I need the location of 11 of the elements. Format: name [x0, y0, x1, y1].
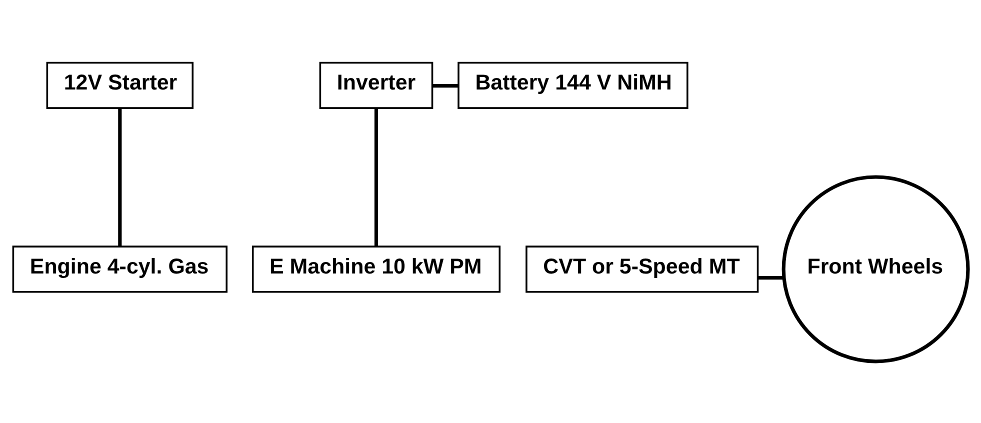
node-box: Battery 144 V NiMH: [458, 61, 688, 108]
node-box: E Machine 10 kW PM: [252, 245, 501, 292]
connector: [374, 108, 378, 246]
connector: [118, 108, 122, 246]
node-box: Engine 4-cyl. Gas: [12, 245, 228, 292]
node-box: Inverter: [319, 61, 434, 108]
node-box: CVT or 5-Speed MT: [526, 245, 759, 292]
node-box: 12V Starter: [46, 61, 194, 108]
node-circle: Front Wheels: [782, 174, 970, 363]
connector: [432, 84, 458, 88]
connector: [758, 275, 784, 280]
